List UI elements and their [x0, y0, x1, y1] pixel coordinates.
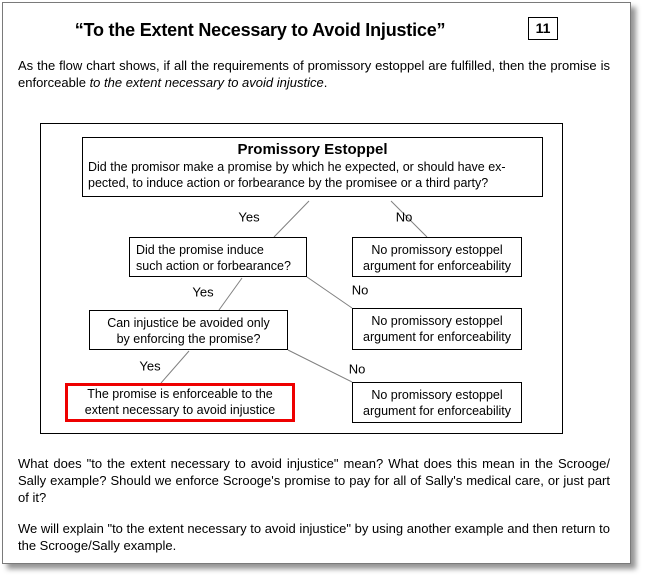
- flowchart: Promissory Estoppel Did the promisor mak…: [40, 123, 563, 434]
- connector-no-3: [287, 349, 353, 383]
- intro-period: .: [323, 75, 328, 90]
- outcome-no-estoppel-box-1: No promissory estoppel argument for enfo…: [352, 237, 522, 277]
- question-injustice-avoided-line-2: by enforcing the promise?: [116, 332, 261, 346]
- result-line-1: The promise is enforceable to the: [87, 387, 273, 401]
- connector-yes-3: [160, 350, 190, 384]
- label-no-2: No: [351, 282, 369, 298]
- page-number-badge: 11: [528, 17, 558, 40]
- connector-no-2: [306, 276, 353, 309]
- label-yes-1: Yes: [238, 209, 260, 225]
- outcome-line-1: No promissory estoppel: [371, 388, 503, 402]
- question-promise-made-box: Promissory Estoppel Did the promisor mak…: [82, 137, 543, 197]
- connector-lines: [160, 200, 428, 384]
- page-title: “To the Extent Necessary to Avoid Injust…: [74, 20, 446, 40]
- question-injustice-avoided-box: Can injustice be avoided only by enforci…: [89, 310, 288, 350]
- question-injustice-avoided-line-1: Can injustice be avoided only: [107, 316, 270, 330]
- page-number: 11: [535, 20, 551, 36]
- question-promise-made-line-1: Did the promisor make a promise by which…: [88, 160, 506, 174]
- question-paragraph: What does "to the extent necessary to av…: [18, 456, 610, 505]
- question-promise-made-line-2: pected, to induce action or forbearance …: [88, 176, 489, 190]
- outcome-line-2: argument for enforceability: [363, 330, 511, 344]
- label-no-3: No: [348, 361, 366, 377]
- outcome-no-estoppel-box-2: No promissory estoppel argument for enfo…: [352, 308, 522, 350]
- outcome-line-1: No promissory estoppel: [371, 314, 503, 328]
- question-induced-action-line-1: Did the promise induce: [136, 243, 264, 257]
- connector-yes-2: [218, 277, 243, 311]
- outcome-no-estoppel-box-3: No promissory estoppel argument for enfo…: [352, 382, 522, 423]
- connector-yes-1: [273, 200, 310, 238]
- result-enforceable-box: The promise is enforceable to the extent…: [65, 383, 295, 422]
- label-no-1: No: [395, 209, 413, 225]
- intro-italic-text: to the extent necessary to avoid injusti…: [89, 75, 324, 90]
- outcome-line-1: No promissory estoppel: [371, 243, 503, 257]
- result-line-2: extent necessary to avoid injustice: [84, 402, 276, 417]
- closing-paragraph: We will explain "to the extent necessary…: [18, 521, 610, 553]
- label-yes-2: Yes: [192, 284, 214, 300]
- connector-no-1: [390, 200, 428, 238]
- flowchart-heading: Promissory Estoppel: [237, 141, 388, 158]
- label-yes-3: Yes: [139, 358, 161, 374]
- intro-text: As the flow chart shows, if all the requ…: [18, 58, 610, 90]
- intro-paragraph: As the flow chart shows, if all the requ…: [18, 57, 610, 91]
- lesson-page: “To the Extent Necessary to Avoid Injust…: [2, 2, 631, 564]
- question-induced-action-box: Did the promise induce such action or fo…: [129, 237, 307, 277]
- question-induced-action-line-2: such action or forbearance?: [136, 259, 291, 273]
- outcome-line-2: argument for enforceability: [363, 404, 511, 418]
- outcome-line-2: argument for enforceability: [363, 259, 511, 273]
